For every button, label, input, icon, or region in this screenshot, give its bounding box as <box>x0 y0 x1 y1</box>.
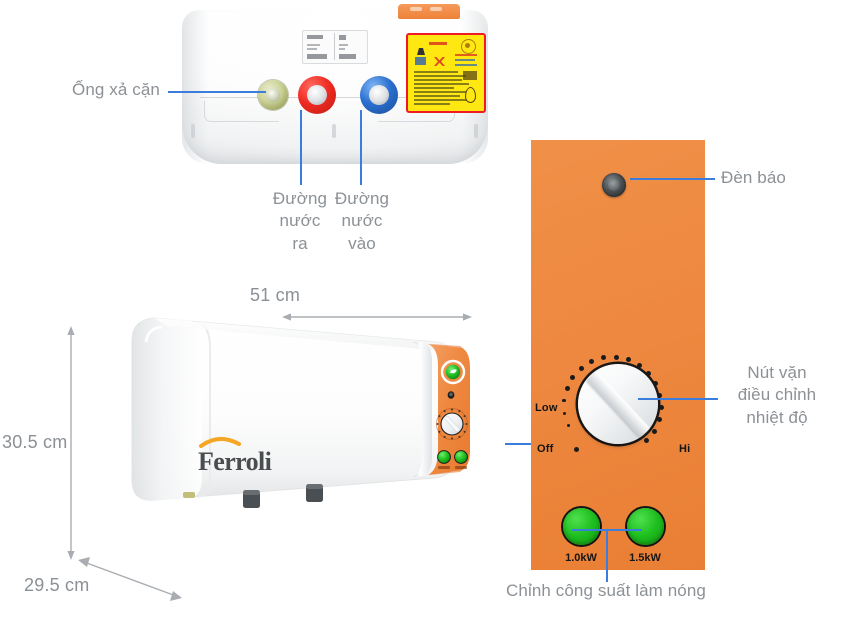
power-button-15kw-label: 1.5kW <box>629 552 661 564</box>
indicator-light[interactable] <box>602 173 626 197</box>
eco-badge-icon <box>440 359 466 385</box>
mount-slot-center <box>332 124 336 138</box>
dimension-width-label: 51 cm <box>250 285 301 305</box>
heater-bottom-view <box>182 4 488 164</box>
leader-drain-pipe <box>168 91 266 93</box>
dimension-height-label: 30.5 cm <box>2 432 68 452</box>
temperature-knob[interactable] <box>578 364 658 444</box>
heater-main-view: Ferroli <box>131 317 470 508</box>
callout-water-outlet: Đường nước ra <box>272 189 328 253</box>
mount-slot-right <box>474 124 478 138</box>
rating-sticker <box>302 30 368 64</box>
power-button-1kw[interactable] <box>563 508 600 545</box>
warning-label <box>406 33 486 113</box>
heater-left-cap <box>132 318 202 501</box>
leader-water-inlet <box>360 110 362 185</box>
shell-panel-edge-left <box>204 101 279 122</box>
heater-control-panel <box>428 344 470 475</box>
cold-water-inlet-port <box>360 76 398 114</box>
knob-label-hi: Hi <box>679 443 691 455</box>
heater-top-face <box>154 318 454 352</box>
mount-slot-left <box>191 124 195 138</box>
temperature-knob-small[interactable] <box>436 408 468 440</box>
body-highlight <box>144 325 163 343</box>
knob-dot-off <box>573 447 579 452</box>
power-button-1kw-label: 1.0kW <box>565 552 597 564</box>
panel-chrome-rim <box>412 342 432 477</box>
dimension-width-arrow <box>282 313 472 321</box>
power-button-15kw[interactable] <box>627 508 664 545</box>
knob-label-off: Off <box>537 443 554 455</box>
temperature-knob-assembly[interactable] <box>561 347 675 461</box>
ferroli-logo-text: Ferroli <box>198 447 272 476</box>
knob-label-low: Low <box>535 402 558 414</box>
dimension-depth-label: 29.5 cm <box>24 575 90 595</box>
callout-indicator-light: Đèn báo <box>721 168 786 187</box>
shell-shade-left <box>182 10 208 164</box>
dimension-height-arrow <box>67 326 75 560</box>
ferroli-logo: Ferroli <box>198 437 272 476</box>
power-buttons-small[interactable] <box>437 450 468 469</box>
leader-indicator-light <box>630 178 715 180</box>
heater-orange-cap <box>398 4 460 19</box>
pipe-stubs <box>183 484 323 508</box>
callout-drain-pipe: Ống xả cặn <box>72 80 160 99</box>
control-panel-enlarged: Low Off Hi 1.0kW 1.5kW <box>531 140 705 570</box>
leader-water-outlet <box>300 110 302 185</box>
knob-pointer-groove <box>586 371 650 437</box>
hot-water-outlet-port <box>298 76 336 114</box>
leader-temperature-knob <box>638 398 718 400</box>
callout-water-inlet: Đường nước vào <box>334 189 390 253</box>
drain-port <box>258 80 288 110</box>
knob-tick-dots <box>561 347 675 461</box>
dimension-depth-arrow <box>78 557 182 601</box>
callout-power-adjust: Chỉnh công suất làm nóng <box>506 581 706 600</box>
callout-temperature-knob: Nút vặn điều chỉnh nhiệt độ <box>737 363 817 427</box>
panel-led-small-lens <box>449 392 453 397</box>
leader-power-adjust-v <box>606 529 608 582</box>
